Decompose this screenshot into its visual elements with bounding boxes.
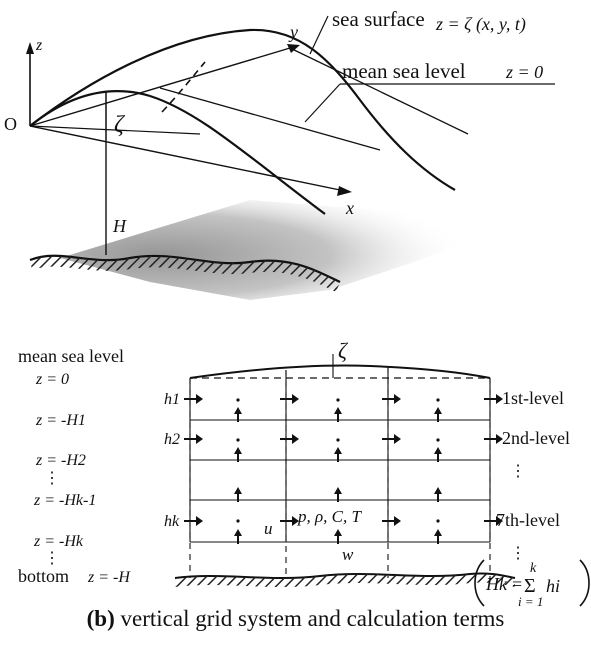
sea-surface-equation: z = ζ (x, y, t) bbox=[435, 14, 526, 35]
label-right-ellipsis-1: ⋮ bbox=[510, 463, 526, 480]
label-bottom: bottom bbox=[18, 566, 69, 586]
mean-level-text: mean sea level bbox=[342, 59, 466, 83]
label-1st-level: 1st-level bbox=[502, 388, 564, 408]
depth-formula: Hk = k Σ i = 1 hi bbox=[474, 559, 590, 609]
label-u: u bbox=[264, 519, 273, 538]
label-mean-sea-level: mean sea level bbox=[18, 346, 124, 366]
w-arrows bbox=[234, 407, 442, 544]
label-z-hk-1: z = -Hk-1 bbox=[33, 492, 96, 509]
mean-level-leader bbox=[304, 83, 341, 123]
sea-surface-leader bbox=[309, 15, 329, 55]
formula-lhs: Hk bbox=[485, 574, 508, 594]
y-axis-arrow bbox=[287, 44, 300, 53]
origin-label: O bbox=[4, 114, 17, 134]
formula-upper: k bbox=[530, 561, 537, 576]
mean-level-far-edge bbox=[289, 47, 469, 135]
label-z-hk: z = -Hk bbox=[33, 533, 84, 550]
caption-tag: (b) bbox=[86, 606, 115, 631]
label-7th-level: 7th-level bbox=[496, 510, 560, 530]
seabed-hatch bbox=[30, 255, 340, 292]
sea-surface-text: sea surface bbox=[332, 7, 425, 31]
mean-level-near bbox=[29, 125, 201, 135]
label-h2: h2 bbox=[164, 431, 180, 448]
seabed-shading bbox=[60, 200, 470, 300]
label-variables: p, ρ, C, T bbox=[297, 507, 362, 526]
label-z-h1: z = -H1 bbox=[35, 412, 86, 429]
wave-crest-dashed bbox=[161, 61, 206, 113]
x-axis bbox=[29, 125, 341, 191]
x-axis-arrow bbox=[337, 186, 352, 196]
label-right-ellipsis-2: ⋮ bbox=[510, 545, 526, 562]
caption-text: vertical grid system and calculation ter… bbox=[120, 606, 505, 631]
z-axis-label: z bbox=[35, 37, 43, 54]
formula-sum: Σ bbox=[524, 575, 536, 597]
grid-sea-surface bbox=[189, 364, 491, 379]
y-axis bbox=[29, 47, 291, 127]
grid-zeta-label: ζ bbox=[338, 338, 349, 363]
zeta-label: ζ bbox=[114, 112, 126, 138]
figure-caption: (b) vertical grid system and calculation… bbox=[0, 606, 591, 632]
formula-term: hi bbox=[546, 576, 560, 596]
x-axis-label: x bbox=[345, 198, 354, 218]
label-w: w bbox=[342, 545, 354, 564]
label-hk: hk bbox=[164, 513, 180, 530]
y-axis-label: y bbox=[288, 22, 298, 42]
cell-centers bbox=[236, 398, 440, 523]
label-ellipsis-1: ⋮ bbox=[44, 470, 60, 487]
formula-eq: = bbox=[512, 574, 522, 594]
sea-surface-back bbox=[29, 28, 456, 191]
mean-level-equation: z = 0 bbox=[505, 62, 543, 82]
formula-lower: i = 1 bbox=[518, 594, 543, 609]
sea-surface-front bbox=[29, 90, 326, 215]
perspective-sketch: z y x O ζ H sea surface z = ζ (x, y, t) … bbox=[4, 7, 555, 300]
z-axis-arrow bbox=[26, 42, 34, 54]
label-h1: h1 bbox=[164, 391, 180, 408]
label-ellipsis-2: ⋮ bbox=[44, 550, 60, 567]
label-z-0: z = 0 bbox=[35, 371, 69, 388]
u-arrows bbox=[184, 394, 503, 526]
label-z-h2: z = -H2 bbox=[35, 452, 86, 469]
grid-seabed-hatch bbox=[175, 573, 515, 587]
label-2nd-level: 2nd-level bbox=[502, 428, 570, 448]
depth-label: H bbox=[112, 216, 127, 236]
label-z-h: z = -H bbox=[87, 569, 131, 586]
vertical-grid: mean sea level z = 0 z = -H1 z = -H2 ⋮ z… bbox=[18, 338, 590, 609]
mean-level-diagonal bbox=[159, 87, 381, 151]
